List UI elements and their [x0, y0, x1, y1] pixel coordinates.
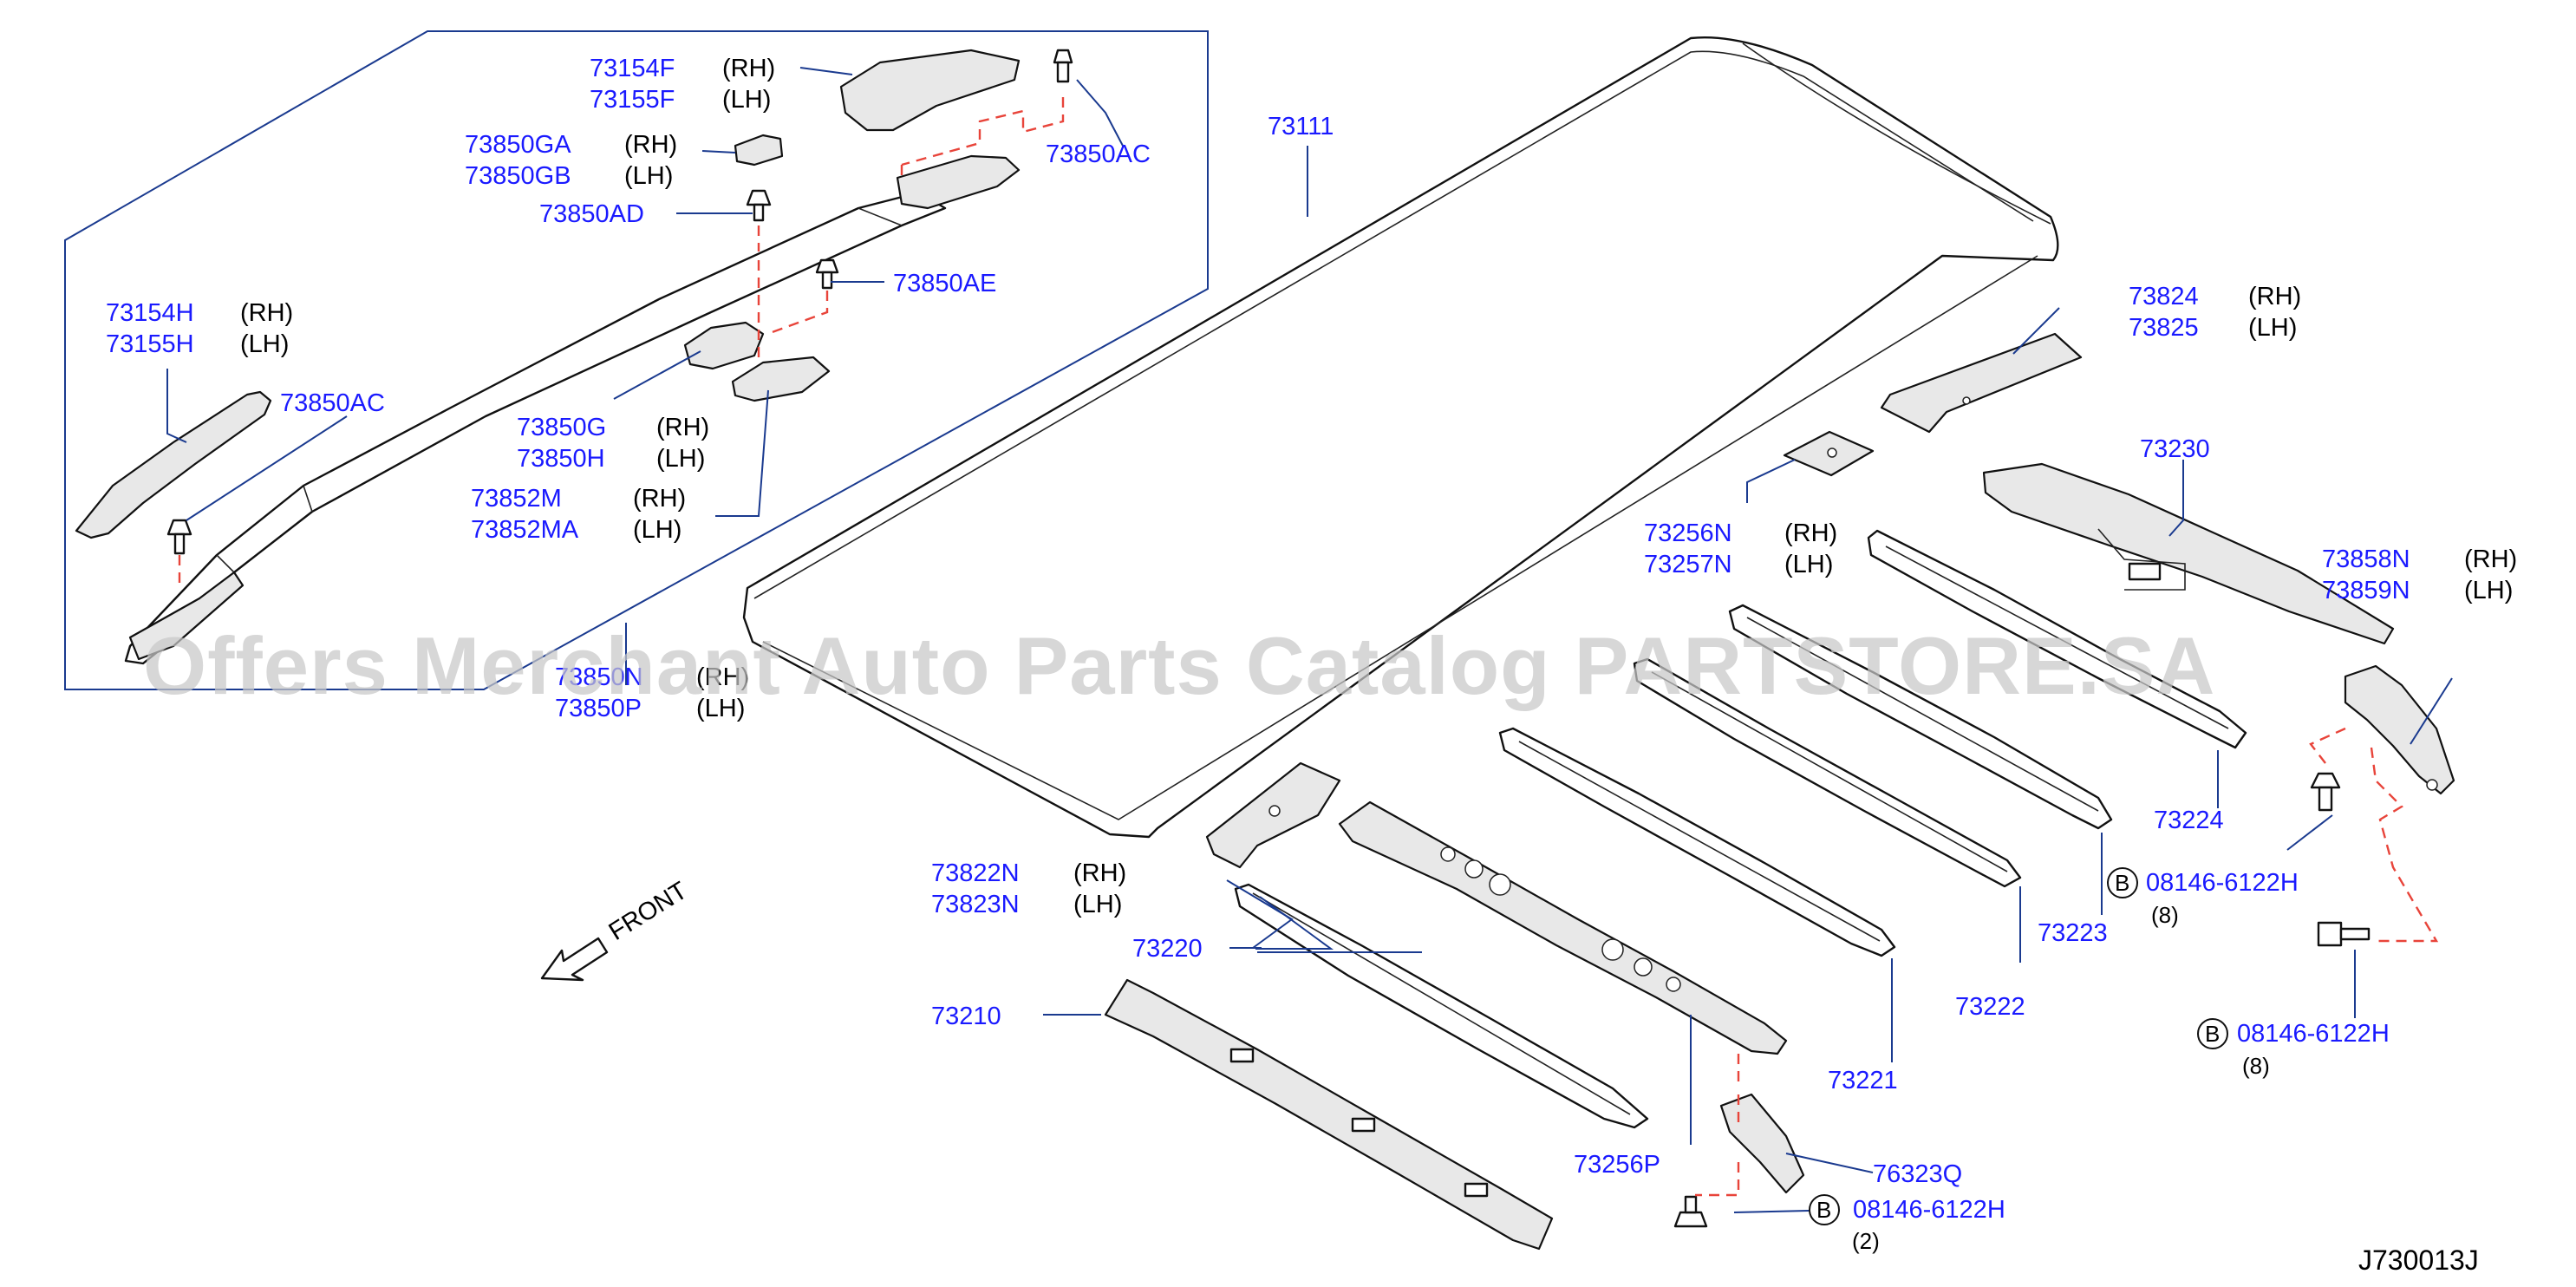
rail-end-cover-front [75, 390, 272, 539]
bolt-icon [166, 519, 192, 555]
watermark: Offers Merchant Auto Parts Catalog PARTS… [143, 620, 2215, 711]
part-number-73850AE: 73850AE [893, 270, 996, 297]
part-number-73230: 73230 [2140, 435, 2210, 463]
side-rh: (RH) [633, 485, 686, 513]
part-number-73852M: 73852M [471, 485, 562, 513]
rail-cap [734, 134, 784, 167]
part-number-73850G: 73850G [517, 414, 606, 441]
part-number-08146-6122H: 08146-6122H [2237, 1020, 2390, 1048]
part-number-76323Q: 76323Q [1873, 1160, 1962, 1188]
bolt-icon [746, 189, 772, 222]
front-roof-header [1338, 800, 1788, 1055]
side-lh: (LH) [633, 516, 681, 544]
badge-b-label: B [2205, 1021, 2220, 1047]
roof-rail-inset-frame [64, 30, 1209, 690]
side-rh: (RH) [240, 299, 293, 327]
part-number-73256P: 73256P [1574, 1151, 1660, 1179]
side-rh: (RH) [1784, 519, 1837, 547]
side-lh: (LH) [1073, 891, 1122, 918]
side-rh: (RH) [656, 414, 709, 441]
part-number-73850H: 73850H [517, 445, 605, 473]
side-lh: (LH) [624, 162, 673, 190]
part-number-73224: 73224 [2154, 807, 2224, 834]
side-lh: (LH) [722, 86, 771, 114]
side-lh: (LH) [2248, 314, 2297, 342]
part-number-73858N: 73858N [2322, 546, 2410, 573]
part-number-73154F: 73154F [590, 55, 675, 82]
diagram-reference: J730013J [2358, 1245, 2479, 1276]
bolt-icon [1673, 1195, 1708, 1228]
roof-bow-rear [1867, 529, 2247, 749]
part-number-73823N: 73823N [931, 891, 1020, 918]
part-number-08146-6122H: 08146-6122H [2146, 869, 2299, 897]
leader-lines [166, 67, 2453, 1213]
roof-rail-rear-bracket [2344, 664, 2455, 795]
rail-foot-rear [896, 154, 1021, 210]
part-number-73824: 73824 [2129, 283, 2199, 310]
pillar-bracket [1719, 1093, 1805, 1194]
bolt-quantity: (8) [2242, 1053, 2270, 1079]
part-number-73850AD: 73850AD [539, 200, 644, 228]
roof-panel [742, 36, 2059, 839]
part-number-73256N: 73256N [1644, 519, 1732, 547]
badge-b-label: B [1816, 1197, 1831, 1223]
side-lh: (LH) [240, 330, 289, 358]
side-lh: (LH) [656, 445, 705, 473]
part-number-73257N: 73257N [1644, 551, 1732, 578]
side-rh: (RH) [696, 663, 749, 691]
side-rh: (RH) [1073, 859, 1126, 887]
part-number-73221: 73221 [1828, 1067, 1898, 1094]
part-number-73111: 73111 [1268, 113, 1334, 140]
part-number-73850GB: 73850GB [465, 162, 571, 190]
side-lh: (LH) [2464, 577, 2513, 604]
side-rh: (RH) [2464, 546, 2517, 573]
part-number-73223: 73223 [2038, 919, 2108, 947]
part-number-73822N: 73822N [931, 859, 1020, 887]
rail-end-cover-rear [839, 49, 1021, 132]
badge-b [2107, 867, 2138, 898]
roof-bow-front [1234, 883, 1649, 1129]
bolt-quantity: (2) [1852, 1228, 1880, 1254]
bolt-icon [2310, 772, 2341, 812]
part-number-73220: 73220 [1132, 935, 1203, 963]
front-label: FRONT [604, 877, 693, 946]
part-number-73222: 73222 [1955, 993, 2025, 1021]
rail-bracket [731, 356, 831, 402]
badge-b [1809, 1194, 1840, 1225]
part-number-73852MA: 73852MA [471, 516, 579, 544]
side-lh: (LH) [1784, 551, 1833, 578]
bolt-quantity: (8) [2151, 902, 2179, 928]
bolt-icon [1053, 49, 1073, 83]
part-number-73850P: 73850P [555, 695, 642, 722]
side-rh: (RH) [2248, 283, 2301, 310]
part-number-73850AC: 73850AC [1046, 140, 1151, 168]
bolt-icon [815, 258, 839, 290]
front-roof-rail [1104, 978, 1554, 1251]
part-number-73155F: 73155F [590, 86, 675, 114]
roof-rail [124, 191, 947, 665]
rear-roof-header [1982, 462, 2395, 645]
part-number-73210: 73210 [931, 1003, 1001, 1030]
side-rh: (RH) [722, 55, 775, 82]
badge-b [2197, 1018, 2228, 1049]
side-rh: (RH) [624, 131, 677, 159]
part-number-73850N: 73850N [555, 663, 643, 691]
roof-rail-reinforcement-rear [1880, 332, 2083, 434]
rail-middle-cover [683, 321, 765, 370]
part-number-73155H: 73155H [106, 330, 194, 358]
side-lh: (LH) [696, 695, 745, 722]
part-number-73850AC: 73850AC [280, 389, 385, 417]
part-number-08146-6122H: 08146-6122H [1853, 1196, 2005, 1224]
badge-b-label: B [2115, 870, 2129, 896]
bolt-icon [2317, 921, 2371, 947]
part-number-73825: 73825 [2129, 314, 2199, 342]
part-number-73850GA: 73850GA [465, 131, 571, 159]
part-number-73859N: 73859N [2322, 577, 2410, 604]
front-arrow-icon [540, 937, 609, 982]
part-number-73154H: 73154H [106, 299, 194, 327]
